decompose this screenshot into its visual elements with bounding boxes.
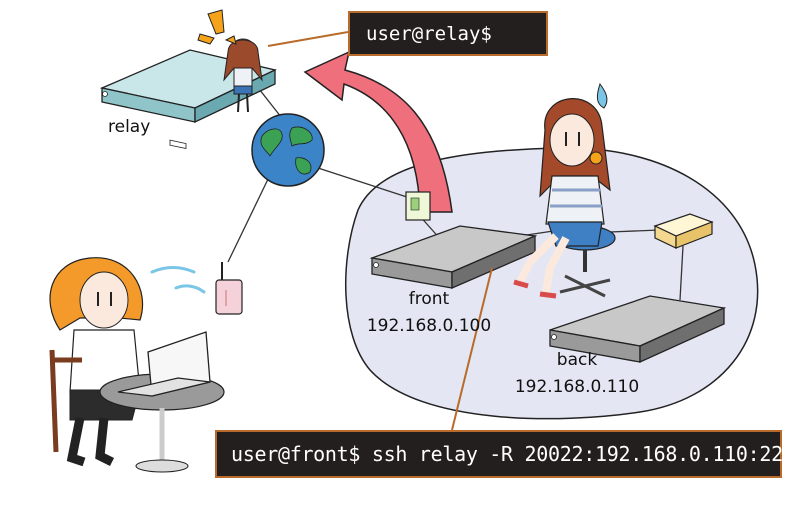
switch-icon: [653, 213, 714, 249]
front-callout-line: [451, 267, 493, 431]
globe-icon: [251, 113, 325, 187]
relay-prompt-text: user@relay$: [366, 22, 492, 45]
front-host-ip: 192.168.0.100: [366, 316, 492, 336]
front-server-icon: [369, 225, 538, 289]
back-host-label: back: [556, 350, 598, 370]
back-host-ip: 192.168.0.110: [514, 377, 640, 397]
back-server-icon: [549, 295, 727, 364]
front-network-device-icon: [405, 191, 431, 221]
wifi-router-icon: [215, 262, 243, 315]
tunnel-arrow: [303, 50, 453, 213]
relay-host-label: relay: [108, 117, 151, 137]
relay-admin-figure: [223, 38, 263, 113]
laptop-icon[interactable]: [117, 331, 211, 397]
sitting-woman-figure: [513, 82, 611, 299]
front-host-label: front: [408, 289, 450, 309]
front-terminal-command: user@front$ ssh relay -R 20022:192.168.0…: [215, 430, 783, 478]
wifi-signal-icon: [150, 266, 206, 294]
chair-wood: [49, 349, 82, 453]
front-command-text: user@front$ ssh relay -R 20022:192.168.0…: [231, 442, 783, 466]
relay-terminal-prompt: user@relay$: [348, 11, 548, 56]
relay-callout-line: [267, 31, 349, 47]
exclamation-icon: [197, 9, 237, 45]
